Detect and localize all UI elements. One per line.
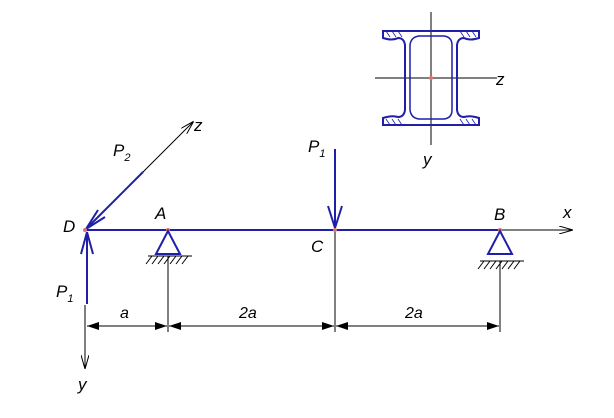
section-outline	[382, 30, 480, 126]
point-c-marker	[333, 228, 337, 232]
p2-label: P2	[113, 141, 130, 164]
support-a	[145, 228, 192, 265]
p2-arrowhead	[85, 209, 106, 230]
p1-left-label: P1	[56, 282, 73, 305]
section-flange-hatch	[385, 30, 477, 126]
section-inner-web	[409, 35, 453, 120]
dimension-label-2: 2a	[238, 305, 257, 322]
dimension-label-3: 2a	[404, 305, 423, 322]
point-d-label: D	[63, 217, 75, 236]
p1-top-label: P1	[308, 137, 325, 160]
section-y-label: y	[422, 150, 433, 169]
section-center-point	[429, 76, 433, 80]
p1-left-arrowhead	[80, 231, 94, 255]
p2-force-arrow	[85, 171, 144, 230]
point-d-marker	[83, 228, 87, 232]
z-axis-label: z	[193, 116, 203, 135]
p1-top-arrowhead	[327, 205, 343, 229]
dimension-label-1: a	[120, 305, 129, 322]
section-z-label: z	[495, 70, 505, 89]
support-b	[477, 228, 524, 270]
x-axis-label: x	[562, 203, 572, 222]
i-beam-cross-section: z y	[375, 12, 505, 169]
point-a-label: A	[154, 204, 166, 223]
point-c-label: C	[311, 237, 324, 256]
point-b-label: B	[494, 205, 505, 224]
y-axis-label: y	[77, 375, 88, 394]
